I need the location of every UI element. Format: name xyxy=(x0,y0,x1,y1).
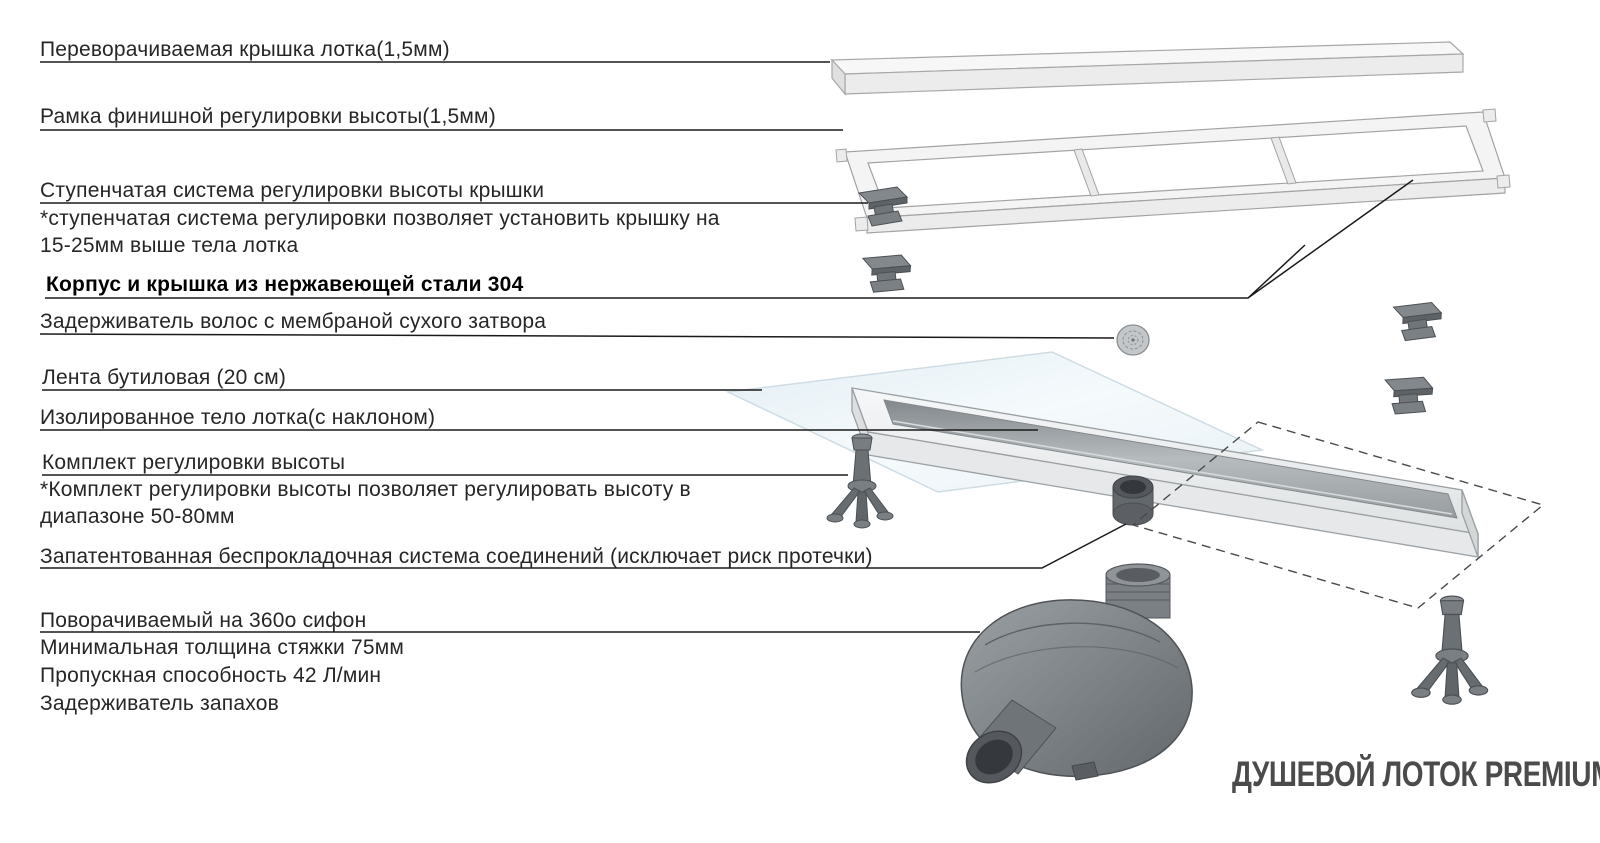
leader-lines xyxy=(39,61,1414,633)
part-siphon xyxy=(960,563,1193,784)
callout-step-system-note: *ступенчатая система регулировки позволя… xyxy=(40,207,720,230)
callout-height-kit-label: Комплект регулировки высоты xyxy=(42,451,346,474)
callout-height-kit-note: диапазоне 50-80мм xyxy=(40,505,235,528)
callout-height-kit-note: *Комплект регулировки высоты позволяет р… xyxy=(40,478,691,501)
part-height-foot-2 xyxy=(1411,595,1489,705)
part-adjustment-frame xyxy=(835,108,1511,234)
callout-siphon-note: Задерживатель запахов xyxy=(40,692,279,715)
part-step-clamp-2 xyxy=(860,251,912,296)
callout-frame-label: Рамка финишной регулировки высоты(1,5мм) xyxy=(40,105,496,128)
part-cover xyxy=(830,41,1465,96)
part-step-clamp-3 xyxy=(1391,300,1443,343)
product-title: ДУШЕВОЙ ЛОТОК PREMIUM xyxy=(1232,755,1600,794)
leader-line-steel xyxy=(45,179,1414,299)
part-hair-catcher xyxy=(1116,324,1150,356)
callout-gasketless-label: Запатентованная беспрокладочная система … xyxy=(40,545,873,568)
leader-line-hair xyxy=(39,333,1115,339)
callout-steel-label: Корпус и крышка из нержавеющей стали 304 xyxy=(46,273,524,296)
callout-siphon-note: Минимальная толщина стяжки 75мм xyxy=(40,636,405,659)
leader-line-gasketless xyxy=(40,523,1127,569)
installation-dashed-outline xyxy=(1131,421,1545,609)
callout-hair-catcher-label: Задерживатель волос с мембраной сухого з… xyxy=(40,310,547,333)
part-step-clamp-4 xyxy=(1381,373,1434,418)
callout-step-system-note: 15-25мм выше тела лотка xyxy=(40,234,299,257)
callout-siphon-label: Поворачиваемый на 360о сифон xyxy=(40,609,367,632)
callout-butyl-tape-label: Лента бутиловая (20 см) xyxy=(42,366,287,389)
callout-siphon-note: Пропускная способность 42 Л/мин xyxy=(40,664,382,687)
callout-body-label: Изолированное тело лотка(с наклоном) xyxy=(40,406,436,429)
callout-step-system-label: Ступенчатая система регулировки высоты к… xyxy=(40,179,545,202)
part-outlet-connection xyxy=(1112,475,1154,526)
callout-cover-label: Переворачиваемая крышка лотка(1,5мм) xyxy=(40,38,450,61)
